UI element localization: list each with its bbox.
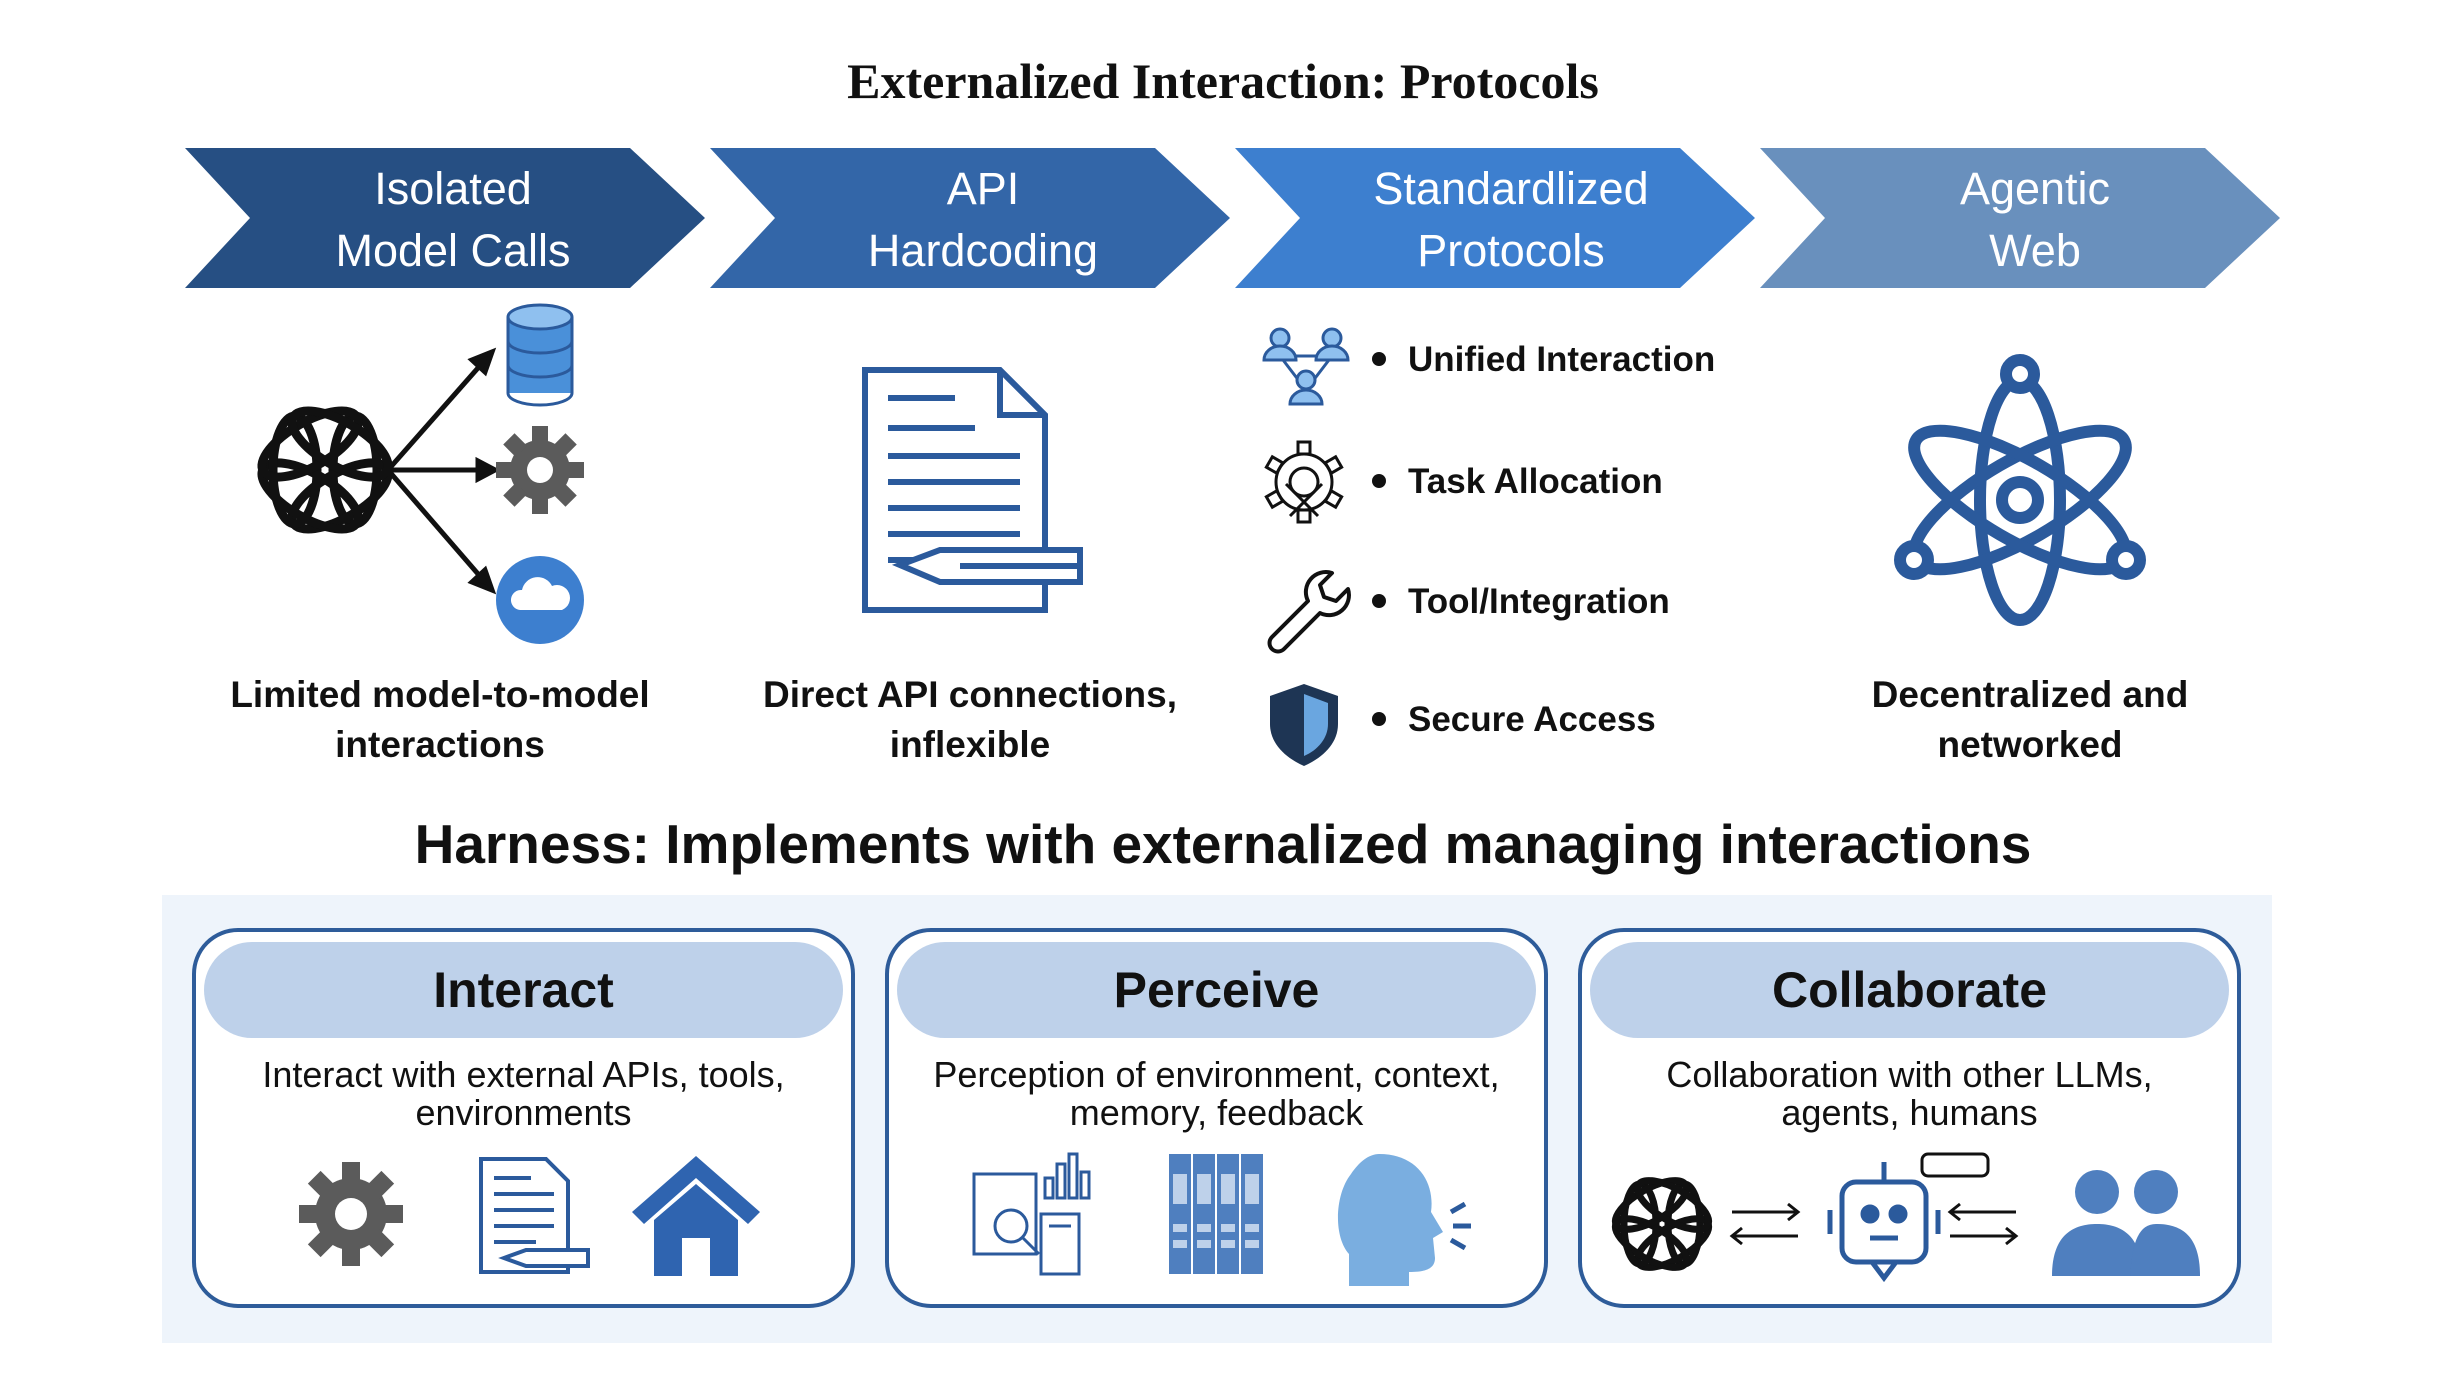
stage-label-protocols: Standardlized Protocols — [1373, 163, 1649, 276]
robot-icon — [1827, 1152, 1990, 1283]
document-icon — [862, 367, 1048, 613]
card-perceive: Perceive Perception of environment, cont… — [885, 928, 1548, 1308]
card-description: Perception of environment, context, memo… — [933, 1054, 1500, 1133]
protocol-item-secure: Secure Access — [1372, 700, 1656, 740]
house-icon — [632, 1156, 760, 1276]
card-icons — [972, 1152, 1471, 1286]
protocol-item-unified: Unified Interaction — [1372, 340, 1715, 380]
gear-icon — [496, 426, 584, 514]
stage-label-isolated: Isolated Model Calls — [335, 163, 571, 276]
card-icons — [299, 1156, 760, 1276]
chevron-agentic — [1760, 148, 2280, 288]
api-document-illustration — [862, 367, 1083, 613]
caption-agentic: Decentralized and networked — [1871, 674, 2189, 765]
gear-tools-icon — [1264, 440, 1344, 524]
database-icon — [506, 303, 574, 407]
openai-icon — [1611, 1177, 1713, 1271]
chevron-protocols — [1235, 148, 1755, 288]
protocol-item-tool: Tool/Integration — [1372, 582, 1670, 622]
isolated-calls-illustration — [257, 303, 584, 644]
stage-label-api: API Hardcoding — [867, 163, 1099, 276]
cloud-icon — [496, 556, 584, 644]
arrows-icon — [386, 347, 501, 595]
gear-icon — [299, 1162, 403, 1266]
protocol-item-label: Unified Interaction — [1408, 340, 1716, 379]
stage-label-agentic: Agentic Web — [1959, 163, 2111, 276]
protocol-item-task: Task Allocation — [1372, 462, 1663, 502]
analytics-icon — [972, 1152, 1091, 1276]
card-interact: Interact Interact with external APIs, to… — [192, 928, 855, 1308]
wrench-icon — [1267, 570, 1351, 654]
people-icon — [2052, 1170, 2200, 1276]
chevron-api — [710, 148, 1230, 288]
pencil-icon — [891, 547, 1083, 585]
openai-icon — [257, 406, 393, 534]
protocol-item-label: Secure Access — [1408, 700, 1656, 739]
card-title: Collaborate — [1590, 942, 2229, 1038]
chevron-isolated — [185, 148, 705, 288]
exchange-arrows-icon — [1729, 1202, 2019, 1246]
speaking-head-icon — [1337, 1154, 1471, 1286]
card-collaborate: Collaborate Collaboration with other LLM… — [1578, 928, 2241, 1308]
document-icon — [479, 1157, 590, 1274]
caption-isolated: Limited model-to-model interactions — [230, 674, 650, 765]
card-description: Collaboration with other LLMs, agents, h… — [1666, 1054, 2153, 1133]
atom-icon — [1894, 354, 2146, 626]
protocol-item-label: Tool/Integration — [1408, 582, 1670, 621]
stage-chevrons — [185, 148, 2280, 288]
card-title: Perceive — [897, 942, 1536, 1038]
page-title: Externalized Interaction: Protocols — [847, 53, 1599, 109]
binders-icon — [1169, 1154, 1263, 1274]
card-description: Interact with external APIs, tools, envi… — [262, 1054, 785, 1133]
shield-icon — [1270, 684, 1338, 766]
card-title: Interact — [204, 942, 843, 1038]
users-network-icon — [1262, 327, 1350, 406]
caption-api: Direct API connections, inflexible — [763, 674, 1177, 765]
protocol-item-label: Task Allocation — [1408, 462, 1663, 501]
card-icons — [1611, 1152, 2200, 1283]
harness-title: Harness: Implements with externalized ma… — [414, 813, 2032, 875]
